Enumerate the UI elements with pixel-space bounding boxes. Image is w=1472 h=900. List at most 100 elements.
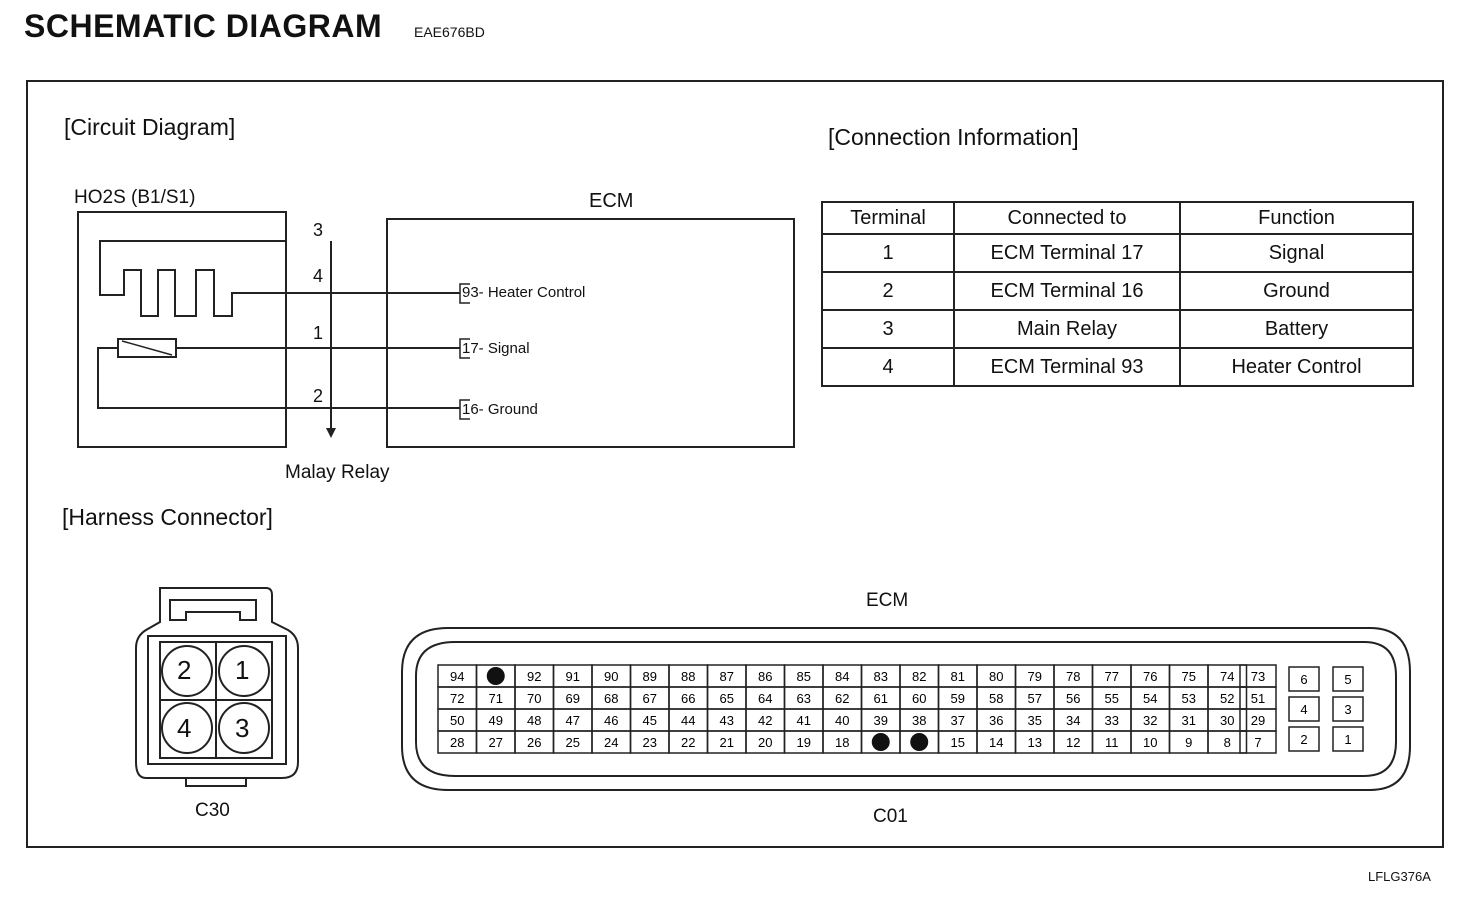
c01-ecm-title: ECM xyxy=(866,590,909,611)
c01-pin-label: 24 xyxy=(604,735,618,750)
figure-code: LFLG376A xyxy=(1368,869,1431,884)
c01-pin-label: 43 xyxy=(720,713,734,728)
c01-pin-label: 15 xyxy=(951,735,965,750)
ecm-terminal-label: 93- Heater Control xyxy=(462,284,586,301)
table-cell: Ground xyxy=(1179,271,1414,311)
c01-pin-label: 32 xyxy=(1143,713,1157,728)
c01-pin-label: 39 xyxy=(874,713,888,728)
c01-filled-pin xyxy=(486,667,505,685)
c01-pin-label: 13 xyxy=(1028,735,1042,750)
c01-pin-label: 47 xyxy=(566,713,580,728)
c01-pin-label: 66 xyxy=(681,691,695,706)
c01-pin-cell xyxy=(1288,726,1320,752)
c01-pin-label: 4 xyxy=(1300,702,1307,717)
relay-arrow xyxy=(326,428,336,438)
c01-pin-label: 34 xyxy=(1066,713,1080,728)
wire-number: 4 xyxy=(313,266,324,286)
document-code: EAE676BD xyxy=(414,24,485,40)
c01-pin-label: 21 xyxy=(720,735,734,750)
c01-pin-label: 88 xyxy=(681,669,695,684)
c01-pin-label: 38 xyxy=(912,713,926,728)
c01-pin-label: 5 xyxy=(1344,672,1351,687)
c01-pin-label: 27 xyxy=(489,735,503,750)
table-cell: 3 xyxy=(821,309,955,349)
c01-pin-label: 20 xyxy=(758,735,772,750)
c01-pin-label: 1 xyxy=(1344,732,1351,747)
c01-pin-label: 62 xyxy=(835,691,849,706)
c01-pin-cell xyxy=(1332,726,1364,752)
c01-connector xyxy=(401,627,1411,791)
c01-pin-label: 72 xyxy=(450,691,464,706)
circuit-diagram-heading: [Circuit Diagram] xyxy=(64,114,236,140)
ho2s-label: HO2S (B1/S1) xyxy=(74,187,196,208)
c01-pin-cell xyxy=(1332,666,1364,692)
c01-pin-label: 2 xyxy=(1300,732,1307,747)
table-cell: Signal xyxy=(1179,233,1414,273)
ecm-terminal-label: 17- Signal xyxy=(462,340,530,357)
c01-pin-label: 84 xyxy=(835,669,849,684)
c01-pin-label: 19 xyxy=(797,735,811,750)
c01-pin-label: 26 xyxy=(527,735,541,750)
c01-pin-label: 7 xyxy=(1254,735,1261,750)
c01-pin-label: 37 xyxy=(951,713,965,728)
wire-number: 1 xyxy=(313,323,324,343)
c01-pin-label: 80 xyxy=(989,669,1003,684)
table-cell: 4 xyxy=(821,347,955,387)
c01-pin-label: 6 xyxy=(1300,672,1307,687)
table-row: 2 ECM Terminal 16 Ground xyxy=(821,271,1414,311)
c01-filled-pin xyxy=(871,733,890,751)
c01-pin-label: 14 xyxy=(989,735,1003,750)
table-cell: Battery xyxy=(1179,309,1414,349)
c01-pin-label: 77 xyxy=(1105,669,1119,684)
table-header-row: Terminal Connected to Function xyxy=(821,201,1414,235)
c01-pin-label: 86 xyxy=(758,669,772,684)
connection-table: Terminal Connected to Function 1 ECM Ter… xyxy=(821,201,1414,387)
c01-pin-label: 44 xyxy=(681,713,695,728)
c01-pin-label: 51 xyxy=(1251,691,1265,706)
c01-pin-label: 35 xyxy=(1028,713,1042,728)
table-cell: Heater Control xyxy=(1179,347,1414,387)
ecm-terminal-label: 16- Ground xyxy=(462,401,538,418)
table-row: 3 Main Relay Battery xyxy=(821,309,1414,349)
c30-pin-label: 4 xyxy=(177,713,192,743)
c01-pin-label: 28 xyxy=(450,735,464,750)
c01-pin-label: 65 xyxy=(720,691,734,706)
c01-pin-label: 83 xyxy=(874,669,888,684)
c01-pin-label: 79 xyxy=(1028,669,1042,684)
table-row: 1 ECM Terminal 17 Signal xyxy=(821,233,1414,273)
c01-pin-label: 3 xyxy=(1344,702,1351,717)
c01-pin-label: 81 xyxy=(951,669,965,684)
heater-element xyxy=(99,240,460,317)
c01-pin-label: 25 xyxy=(566,735,580,750)
c01-pin-label: 94 xyxy=(450,669,464,684)
c01-pin-cell xyxy=(1288,666,1320,692)
c30-pin-label: 2 xyxy=(177,655,192,685)
ecm-label: ECM xyxy=(589,190,634,212)
c01-pin-label: 70 xyxy=(527,691,541,706)
c01-pin-label: 30 xyxy=(1220,713,1234,728)
wire-number: 3 xyxy=(313,220,324,240)
c01-pin-cell xyxy=(1288,696,1320,722)
c01-pin-label: 60 xyxy=(912,691,926,706)
column-header: Terminal xyxy=(821,201,955,235)
c01-pin-label: 56 xyxy=(1066,691,1080,706)
relay-label: Malay Relay xyxy=(285,462,390,483)
c01-pin-label: 33 xyxy=(1105,713,1119,728)
c01-pin-label: 74 xyxy=(1220,669,1234,684)
c01-pin-label: 11 xyxy=(1105,735,1119,750)
c01-pin-label: 61 xyxy=(874,691,888,706)
c01-pin-label: 76 xyxy=(1143,669,1157,684)
ho2s-sensor-box xyxy=(77,211,287,448)
c01-pin-label: 91 xyxy=(566,669,580,684)
page-title: SCHEMATIC DIAGRAM xyxy=(24,8,383,44)
c30-connector xyxy=(135,587,299,787)
c01-pin-label: 22 xyxy=(681,735,695,750)
ground-wire xyxy=(97,347,460,409)
c01-pin-cell xyxy=(1239,730,1277,754)
c01-pin-label: 10 xyxy=(1143,735,1157,750)
c01-pin-label: 78 xyxy=(1066,669,1080,684)
column-header: Connected to xyxy=(953,201,1181,235)
c01-pin-label: 92 xyxy=(527,669,541,684)
c01-pin-label: 75 xyxy=(1182,669,1196,684)
